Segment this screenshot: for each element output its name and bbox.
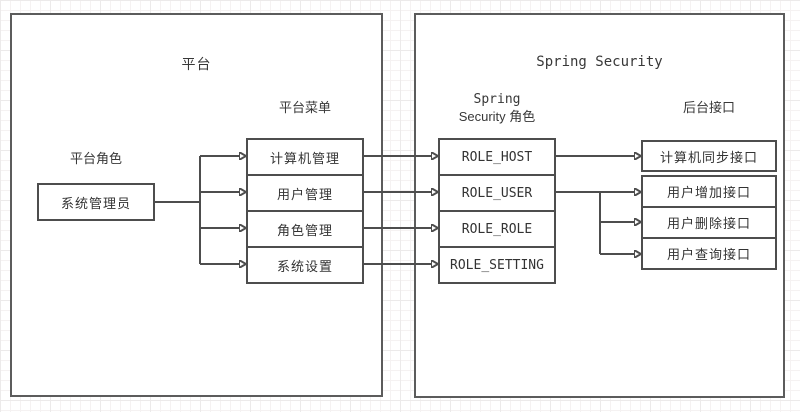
node-system-admin: 系统管理员 [37, 183, 155, 221]
node-menu-role-mgmt: 角色管理 [246, 210, 364, 248]
node-menu-user-mgmt: 用户管理 [246, 174, 364, 212]
platform-role-group-label: 平台角色 [69, 151, 122, 166]
platform-title: 平台 [181, 56, 212, 72]
spring-security-title: Spring Security [536, 54, 663, 70]
node-api-user-delete: 用户删除接口 [641, 206, 777, 239]
node-role-host: ROLE_HOST [438, 138, 556, 176]
spring-roles-group-label: Spring Security 角色 [426, 91, 568, 125]
node-api-computer-sync: 计算机同步接口 [641, 140, 777, 172]
api-group-label: 后台接口 [682, 100, 735, 115]
platform-menu-group-label: 平台菜单 [278, 100, 331, 115]
node-role-role: ROLE_ROLE [438, 210, 556, 248]
node-role-setting: ROLE_SETTING [438, 246, 556, 284]
node-api-user-query: 用户查询接口 [641, 237, 777, 270]
spring-roles-group-label-line2: Security 角色 [458, 109, 536, 124]
node-menu-computer-mgmt: 计算机管理 [246, 138, 364, 176]
node-menu-system-settings: 系统设置 [246, 246, 364, 284]
node-api-user-add: 用户增加接口 [641, 175, 777, 208]
node-role-user: ROLE_USER [438, 174, 556, 212]
spring-roles-group-label-line1: Spring [473, 92, 521, 107]
